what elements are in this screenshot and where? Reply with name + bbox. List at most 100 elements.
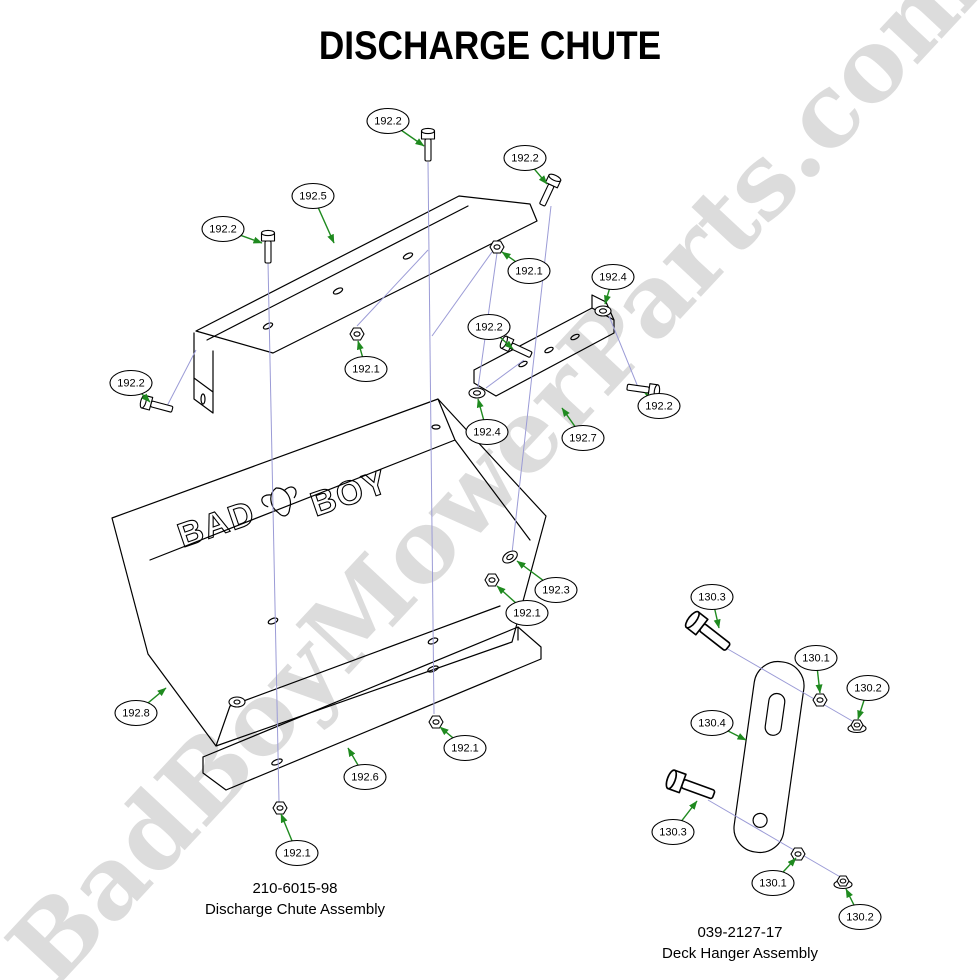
bolt [535, 172, 563, 209]
deflector-bracket [473, 294, 615, 397]
top-bracket [193, 195, 538, 414]
callout: 192.2 [201, 215, 263, 244]
chute-body: BAD BOY [111, 398, 547, 747]
leader-arrow [815, 670, 823, 694]
callout-label: 130.3 [698, 592, 726, 604]
leader-arrow [604, 289, 611, 305]
callout-bubble[interactable] [201, 215, 245, 243]
callout-label: 192.2 [475, 322, 503, 334]
callout-bubble[interactable] [507, 257, 551, 285]
callout: 192.3 [516, 560, 578, 604]
callout-label: 130.3 [659, 827, 687, 839]
callout-bubble[interactable] [505, 599, 549, 627]
callout-label: 192.3 [542, 585, 570, 597]
callout: 192.2 [503, 144, 548, 185]
page-title: DISCHARGE CHUTE [318, 24, 662, 68]
callout: 130.1 [751, 857, 797, 897]
callout-label: 192.1 [515, 266, 543, 278]
leader-arrow [141, 393, 151, 403]
bolt [663, 768, 718, 805]
callout-bubble[interactable] [846, 674, 890, 702]
callout: 192.4 [591, 263, 635, 305]
nut [484, 573, 500, 587]
callout-label: 192.2 [645, 401, 673, 413]
nut [428, 715, 444, 729]
assembly-label-deck-hanger: 039-2127-17 Deck Hanger Assembly [610, 922, 870, 964]
leader-arrow [516, 560, 544, 581]
callout-bubble[interactable] [343, 763, 387, 791]
callout-label: 192.2 [209, 224, 237, 236]
nut [790, 847, 806, 861]
callout-bubble[interactable] [467, 313, 511, 341]
nut [812, 693, 828, 707]
leader-arrow [681, 800, 698, 822]
callout-label: 192.1 [451, 743, 479, 755]
callout-label: 192.2 [374, 116, 402, 128]
leader-arrow [845, 888, 855, 906]
callout: 130.4 [690, 709, 747, 741]
callout-bubble[interactable] [690, 709, 734, 737]
callout-label: 130.1 [802, 653, 830, 665]
callout-label: 192.1 [352, 364, 380, 376]
callout-bubble[interactable] [651, 818, 695, 846]
callout-label: 192.2 [511, 153, 539, 165]
callout: 192.2 [109, 369, 153, 403]
callout: 192.8 [114, 687, 167, 727]
flange-nut [833, 875, 853, 890]
callout-label: 192.8 [122, 708, 150, 720]
callout: 192.1 [275, 813, 319, 867]
callout-bubble[interactable] [838, 903, 882, 931]
leader-arrow [439, 726, 454, 739]
leader-arrow [782, 857, 797, 873]
callout: 192.4 [465, 398, 509, 446]
leader-arrow [857, 700, 865, 720]
callout-bubble[interactable] [109, 369, 153, 397]
callout-label: 192.2 [117, 378, 145, 390]
callout-bubble[interactable] [344, 355, 388, 383]
callout: 192.1 [496, 585, 549, 627]
nut [349, 327, 365, 341]
callout: 192.7 [561, 407, 605, 452]
callout-label: 130.1 [759, 878, 787, 890]
callout-bubble[interactable] [465, 418, 509, 446]
deck-hanger-strap [733, 660, 805, 854]
callout-bubble[interactable] [443, 734, 487, 762]
leader-arrow [401, 129, 425, 147]
leader-arrow [240, 234, 263, 244]
callout-bubble[interactable] [690, 583, 734, 611]
callout-bubble[interactable] [366, 107, 410, 135]
leader-arrow [356, 340, 364, 357]
callout-bubble[interactable] [275, 839, 319, 867]
nut [272, 801, 288, 815]
washer [468, 387, 486, 399]
leader-arrow [727, 730, 747, 741]
assembly-part-number: 039-2127-17 [697, 924, 783, 941]
callout-bubble[interactable] [534, 576, 578, 604]
callout-bubble[interactable] [114, 699, 158, 727]
assembly-name: Deck Hanger Assembly [662, 945, 818, 962]
bull-head-icon [261, 486, 297, 517]
callouts-layer: 192.2 192.2 192.5 192.2 192.1 192.4 192.2 192.1… [109, 107, 890, 931]
assembly-part-number: 210-6015-98 [252, 880, 338, 897]
callout-bubble[interactable] [637, 392, 681, 420]
callout-bubble[interactable] [751, 869, 795, 897]
callout-bubble[interactable] [794, 644, 838, 672]
callout-bubble[interactable] [591, 263, 635, 291]
bolt [682, 608, 735, 656]
callout-label: 192.6 [351, 772, 379, 784]
callout-label: 192.5 [299, 191, 327, 203]
bolt [260, 229, 276, 264]
callout: 192.2 [366, 107, 425, 147]
callout-bubble[interactable] [503, 144, 547, 172]
callout-bubble[interactable] [291, 182, 335, 210]
callout: 192.2 [467, 313, 514, 350]
washer [500, 547, 520, 567]
leader-arrow [499, 336, 514, 350]
callout-label: 192.1 [513, 608, 541, 620]
callout-bubble[interactable] [561, 424, 605, 452]
callout-label: 192.4 [473, 427, 501, 439]
logo-text-boy: BOY [306, 462, 394, 524]
badboy-logo: BAD BOY [172, 462, 394, 556]
leader-arrow [147, 687, 167, 704]
